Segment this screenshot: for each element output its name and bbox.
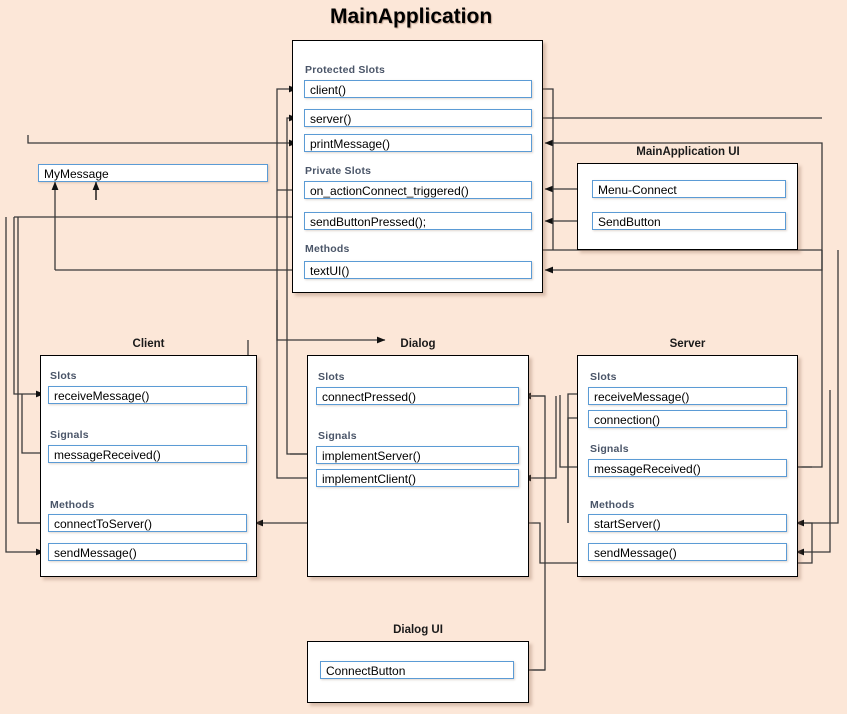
page-title: MainApplication [330, 5, 493, 28]
section-label-private-slots: Private Slots [305, 165, 372, 177]
member-sendbuttonpressed[interactable]: sendButtonPressed(); [304, 212, 532, 230]
class-box-mainapplication-ui [577, 163, 798, 250]
member-client[interactable]: client() [304, 80, 532, 98]
member-server[interactable]: server() [304, 109, 532, 127]
section-label-protected-slots: Protected Slots [305, 64, 386, 76]
section-label-slots-client: Slots [50, 370, 77, 382]
section-label-slots-dialog: Slots [318, 371, 345, 383]
member-dialog-implementclient[interactable]: implementClient() [316, 469, 519, 487]
member-connectbutton[interactable]: ConnectButton [320, 661, 514, 679]
section-label-methods-client: Methods [50, 499, 95, 511]
member-server-startserver[interactable]: startServer() [588, 514, 787, 532]
section-label-slots-server: Slots [590, 371, 617, 383]
member-server-messagereceived[interactable]: messageReceived() [588, 459, 787, 477]
section-label-methods-server: Methods [590, 499, 635, 511]
section-label-methods-mainapplication: Methods [305, 243, 350, 255]
member-on-actionconnect-triggered[interactable]: on_actionConnect_triggered() [304, 181, 532, 199]
member-client-sendmessage[interactable]: sendMessage() [48, 543, 247, 561]
member-menu-connect[interactable]: Menu-Connect [592, 180, 786, 198]
member-dialog-connectpressed[interactable]: connectPressed() [316, 387, 519, 405]
group-title-client: Client [132, 338, 165, 350]
member-client-messagereceived[interactable]: messageReceived() [48, 445, 247, 463]
section-label-signals-client: Signals [50, 429, 89, 441]
member-server-receivemessage[interactable]: receiveMessage() [588, 387, 787, 405]
member-sendbutton[interactable]: SendButton [592, 212, 786, 230]
member-server-connection[interactable]: connection() [588, 410, 787, 428]
section-label-signals-server: Signals [590, 443, 629, 455]
member-client-receivemessage[interactable]: receiveMessage() [48, 386, 247, 404]
member-dialog-implementserver[interactable]: implementServer() [316, 446, 519, 464]
member-textui[interactable]: textUI() [304, 261, 532, 279]
group-title-mainapplication-ui: MainApplication UI [636, 146, 740, 158]
member-client-connecttoserver[interactable]: connectToServer() [48, 514, 247, 532]
member-server-sendmessage[interactable]: sendMessage() [588, 543, 787, 561]
section-label-signals-dialog: Signals [318, 430, 357, 442]
group-title-dialog-ui: Dialog UI [393, 624, 443, 636]
member-printmessage[interactable]: printMessage() [304, 134, 532, 152]
group-title-server: Server [669, 338, 706, 350]
member-mymessage[interactable]: MyMessage [38, 164, 268, 182]
group-title-dialog: Dialog [400, 338, 436, 350]
